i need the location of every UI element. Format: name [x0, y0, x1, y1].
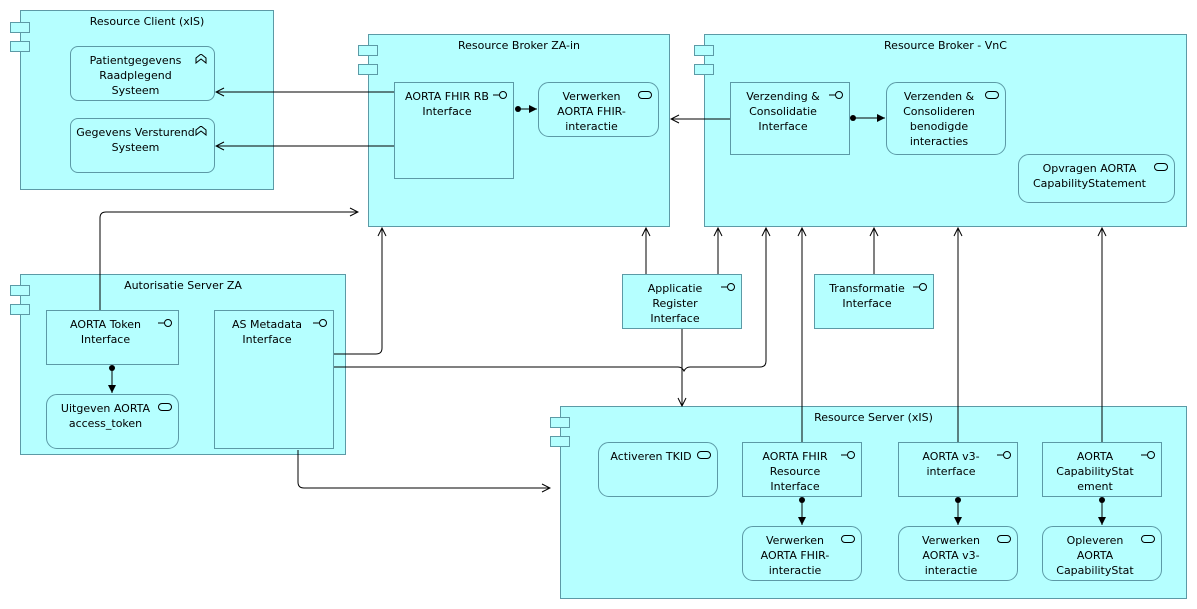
application-function-icon [195, 54, 207, 64]
component-icon [694, 45, 714, 56]
component-icon [10, 22, 30, 33]
element-label: AORTA v3-interface [922, 450, 980, 478]
element-opleveren-capability[interactable]: Opleveren AORTA CapabilityStat [1042, 526, 1162, 581]
element-label: Verwerken AORTA FHIR-interactie [557, 90, 626, 133]
interface-icon [721, 283, 735, 291]
service-icon [985, 91, 999, 99]
element-label: Verwerken AORTA FHIR-interactie [760, 534, 830, 577]
flow-metadata-to-resource-server [297, 450, 550, 488]
element-aorta-fhir-rb-interface[interactable]: AORTA FHIR RB Interface [394, 82, 514, 179]
component-icon [550, 417, 570, 428]
component-icon [358, 64, 378, 75]
element-aorta-token-interface[interactable]: AORTA Token Interface [46, 310, 179, 365]
element-label: Verzending & Consolidatie Interface [746, 90, 820, 133]
node-title: Autorisatie Server ZA [124, 279, 242, 292]
node-title: Resource Client (xIS) [89, 15, 205, 28]
application-function-icon [195, 126, 207, 136]
element-opvragen-capability[interactable]: Opvragen AORTA CapabilityStatement [1018, 154, 1175, 203]
element-label: Patientgegevens Raadplegend Systeem [89, 54, 182, 97]
interface-icon [158, 319, 172, 327]
service-icon [638, 91, 652, 99]
element-label: Verzenden & Consolideren benodigde inter… [903, 90, 975, 148]
service-icon [997, 535, 1011, 543]
element-transformatie-interface[interactable]: Transformatie Interface [814, 274, 934, 329]
component-icon [10, 304, 30, 315]
service-icon [1154, 163, 1168, 171]
service-icon [841, 535, 855, 543]
interface-icon [829, 91, 843, 99]
element-label: Verwerken AORTA v3-interactie [922, 534, 980, 577]
element-label: AORTA CapabilityStat ement [1056, 450, 1134, 493]
element-verwerken-v3[interactable]: Verwerken AORTA v3-interactie [898, 526, 1018, 581]
element-label: AORTA FHIR Resource Interface [762, 450, 828, 493]
element-verzending-consolidatie-interface[interactable]: Verzending & Consolidatie Interface [730, 82, 850, 155]
element-applicatie-register-interface[interactable]: Applicatie Register Interface [622, 274, 742, 329]
element-uitgeven-token[interactable]: Uitgeven AORTA access_token [46, 394, 179, 449]
element-label: AORTA Token Interface [69, 318, 142, 346]
component-icon [10, 41, 30, 52]
component-icon [10, 285, 30, 296]
node-title: Resource Broker - VnC [884, 39, 1007, 52]
element-aorta-v3-interface[interactable]: AORTA v3-interface [898, 442, 1018, 497]
interface-icon [313, 319, 327, 327]
element-label: AS Metadata Interface [231, 318, 303, 346]
element-verwerken-fhir-broker[interactable]: Verwerken AORTA FHIR-interactie [538, 82, 659, 137]
element-patientgegevens[interactable]: Patientgegevens Raadplegend Systeem [70, 46, 215, 101]
element-verwerken-fhir-server[interactable]: Verwerken AORTA FHIR-interactie [742, 526, 862, 581]
interface-icon [841, 451, 855, 459]
component-icon [358, 45, 378, 56]
element-label: Opvragen AORTA CapabilityStatement [1032, 162, 1146, 190]
interface-icon [493, 91, 507, 99]
service-icon [697, 451, 711, 459]
element-aorta-capability-statement[interactable]: AORTA CapabilityStat ement [1042, 442, 1162, 497]
interface-icon [997, 451, 1011, 459]
service-icon [1141, 535, 1155, 543]
element-label: Opleveren AORTA CapabilityStat [1056, 534, 1134, 577]
element-verzenden-consolideren[interactable]: Verzenden & Consolideren benodigde inter… [886, 82, 1006, 155]
element-label: Transformatie Interface [829, 282, 905, 310]
component-icon [550, 436, 570, 447]
element-as-metadata-interface[interactable]: AS Metadata Interface [214, 310, 334, 449]
element-label: Uitgeven AORTA access_token [60, 402, 151, 430]
interface-icon [1141, 451, 1155, 459]
element-activeren-tkid[interactable]: Activeren TKID [598, 442, 718, 497]
element-aorta-fhir-resource-interface[interactable]: AORTA FHIR Resource Interface [742, 442, 862, 497]
component-icon [694, 64, 714, 75]
node-title: Resource Server (xIS) [814, 411, 933, 424]
element-gegevens-versturend[interactable]: Gegevens Versturend Systeem [70, 118, 215, 173]
element-label: Gegevens Versturend Systeem [76, 126, 195, 154]
element-label: Applicatie Register Interface [647, 282, 703, 325]
interface-icon [913, 283, 927, 291]
element-label: Activeren TKID [610, 450, 692, 463]
node-title: Resource Broker ZA-in [457, 39, 581, 52]
service-icon [158, 403, 172, 411]
element-label: AORTA FHIR RB Interface [405, 90, 489, 118]
